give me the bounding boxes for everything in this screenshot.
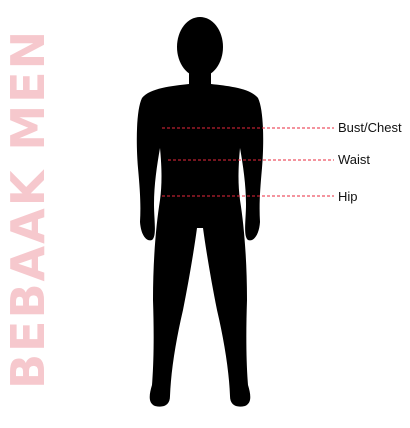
label-waist: Waist [338,152,371,167]
label-hip: Hip [338,189,358,204]
body-silhouette [136,17,264,407]
measurement-lines [162,127,334,197]
label-bust-chest: Bust/Chest [338,120,402,135]
